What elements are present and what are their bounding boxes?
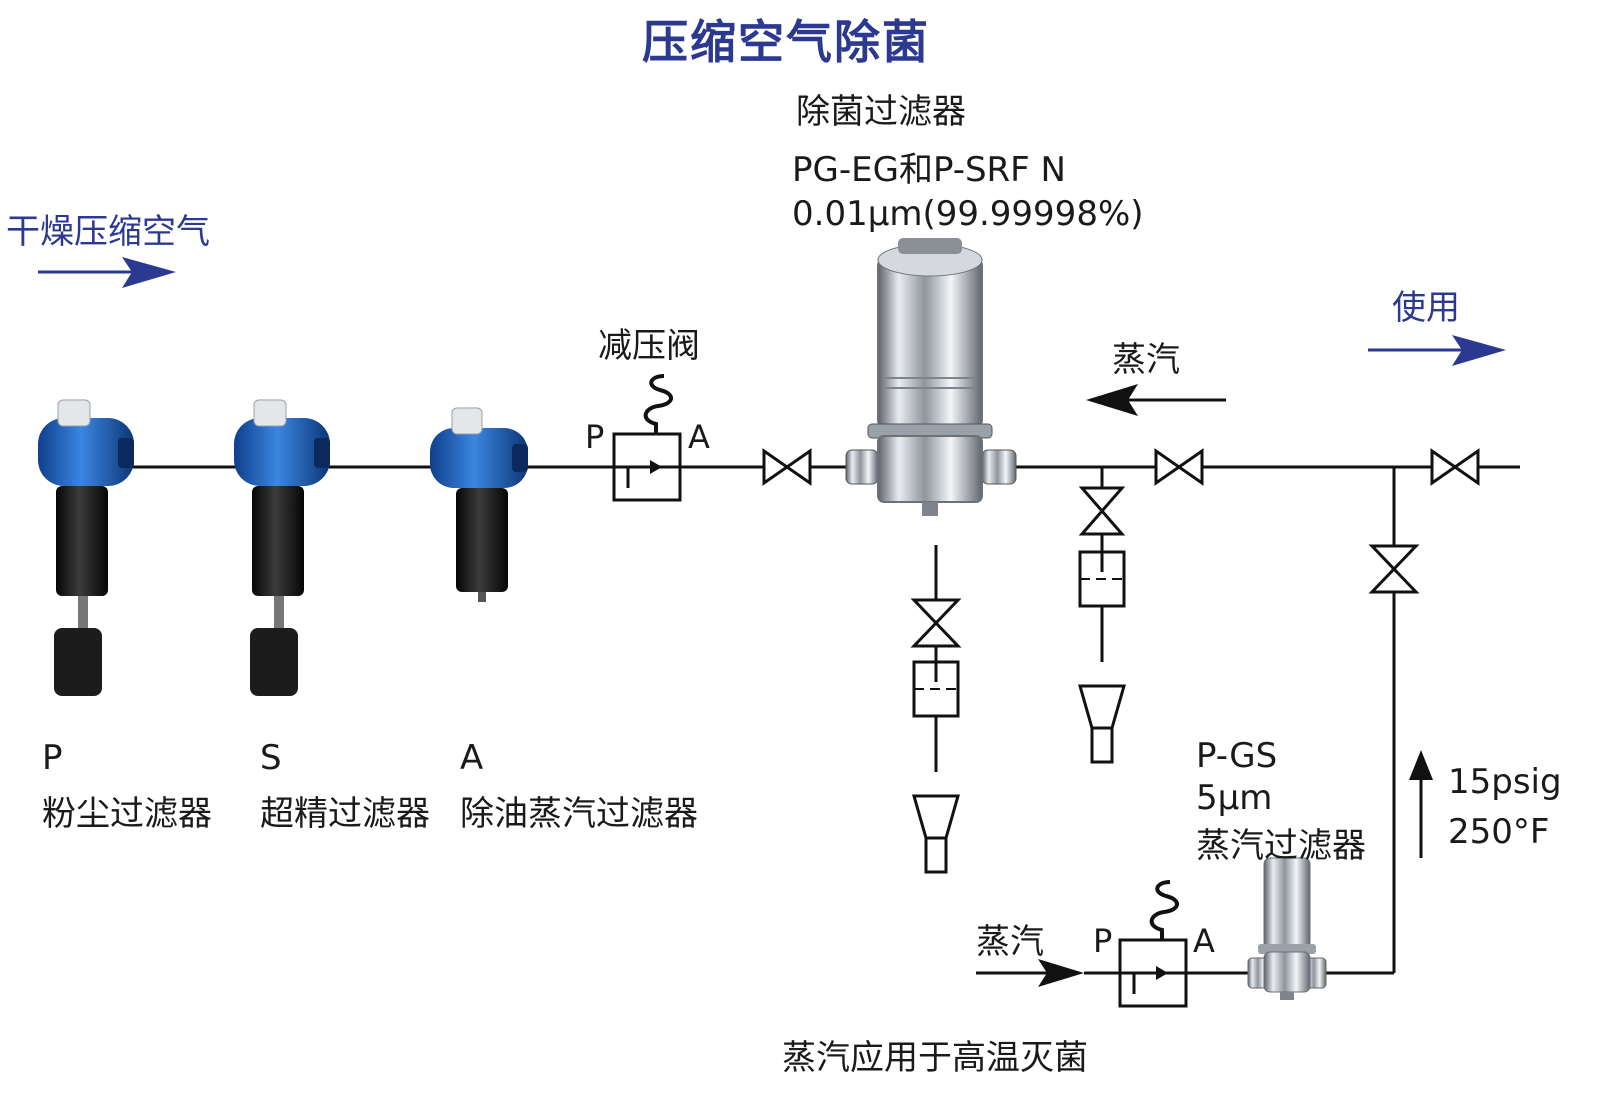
steam-bottom-label: 蒸汽 <box>976 922 1044 962</box>
inlet-label: 干燥压缩空气 <box>6 212 210 252</box>
outlet-label: 使用 <box>1392 288 1460 328</box>
inlet-arrow <box>38 257 176 288</box>
steam-regulator-port-p: P <box>1093 922 1113 960</box>
outlet-valve <box>1154 448 1204 486</box>
steam-up-arrow <box>1409 750 1433 858</box>
steam-arrow-bottom <box>976 959 1084 987</box>
steam-regulator-symbol <box>1118 880 1188 1008</box>
use-valve <box>1430 448 1480 486</box>
page-title: 压缩空气除菌 <box>642 15 930 69</box>
steam-filter-model: P-GS <box>1196 736 1278 776</box>
sterile-filter-name: 除菌过滤器 <box>796 92 966 132</box>
main-regulator-label: 减压阀 <box>598 326 700 366</box>
steam-filter-name: 蒸汽过滤器 <box>1196 826 1366 866</box>
sterile-filter-model: PG-EG和P-SRF N <box>792 150 1066 190</box>
main-regulator-port-p: P <box>585 418 605 456</box>
prefilter-s-name: 超精过滤器 <box>260 794 430 834</box>
prefilter-a-name: 除油蒸汽过滤器 <box>460 794 698 834</box>
oil-vapor-filter-graphic <box>430 407 528 602</box>
prefilter-p-name: 粉尘过滤器 <box>42 794 212 834</box>
prefilter-a-code: A <box>460 738 484 778</box>
steam-filter-rating: 5μm <box>1196 778 1273 818</box>
dust-filter-graphic <box>38 399 134 696</box>
steam-pressure: 15psig <box>1448 762 1562 802</box>
sterile-filter-graphic <box>845 238 1017 516</box>
steam-top-label: 蒸汽 <box>1112 340 1180 380</box>
fine-filter-graphic <box>234 399 330 696</box>
line-drain-branch <box>1078 467 1126 764</box>
main-regulator-port-a: A <box>688 418 710 456</box>
steam-arrow-top <box>1086 384 1226 416</box>
steam-filter-graphic <box>1247 857 1327 1000</box>
outlet-arrow <box>1368 335 1506 366</box>
steam-supply-line <box>1084 467 1420 975</box>
footer-caption: 蒸汽应用于高温灭菌 <box>782 1038 1088 1078</box>
steam-temperature: 250°F <box>1448 812 1550 852</box>
inlet-valve <box>762 448 812 486</box>
main-regulator-symbol <box>612 374 682 502</box>
prefilter-p-code: P <box>42 738 63 778</box>
prefilter-s-code: S <box>260 738 282 778</box>
steam-regulator-port-a: A <box>1193 922 1215 960</box>
filter-drain-branch <box>910 545 962 874</box>
sterile-filter-spec: 0.01μm(99.99998%) <box>792 194 1144 234</box>
